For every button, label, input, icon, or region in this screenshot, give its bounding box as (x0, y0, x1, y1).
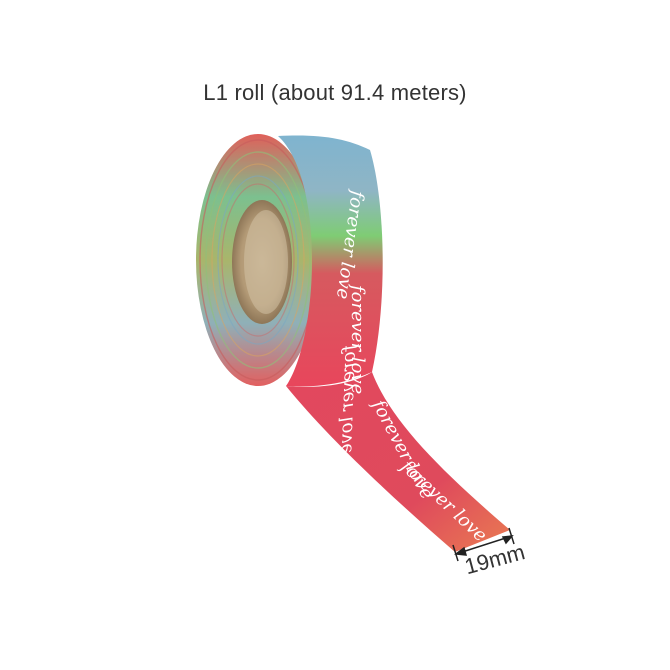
product-caption: L1 roll (about 91.4 meters) (203, 80, 467, 105)
ribbon-tail (286, 372, 510, 552)
print-text-3: forever love (335, 342, 360, 454)
roll-core (232, 200, 292, 324)
roll-outer-face (278, 135, 383, 387)
print-text-2: forever love (347, 283, 368, 394)
width-dimension-marker (452, 527, 515, 562)
